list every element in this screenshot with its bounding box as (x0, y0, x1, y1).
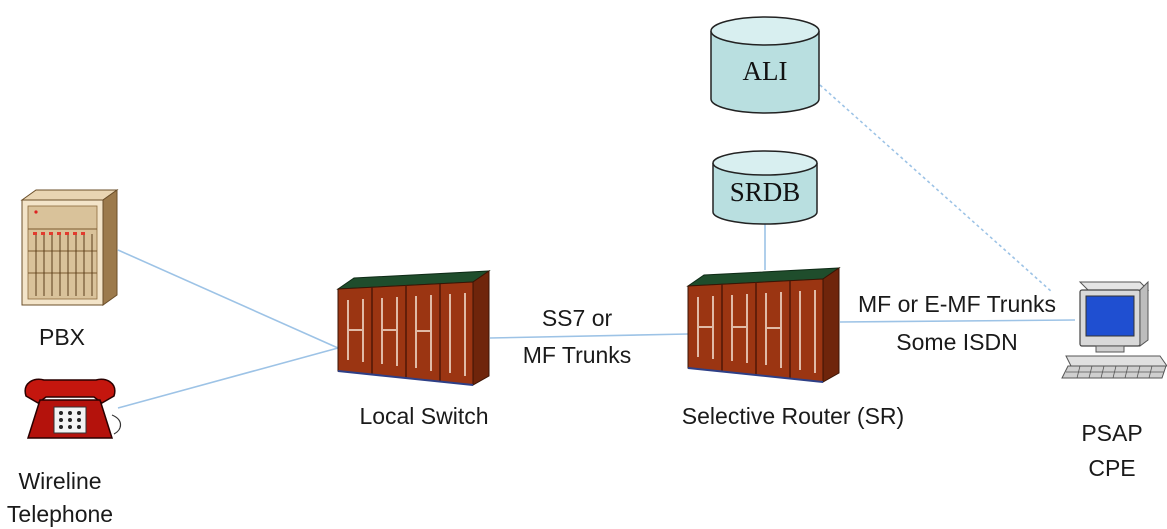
local-switch-rack-icon (336, 270, 491, 386)
local-switch-to-router-link (489, 333, 689, 339)
telephone-icon (24, 378, 122, 439)
psap-label-line2: CPE (1088, 455, 1135, 481)
selective-router-label: Selective Router (SR) (682, 403, 904, 429)
computer-workstation-icon (1061, 280, 1167, 379)
pbx-to-local-switch-link (117, 249, 339, 349)
telephone-label-line1: Wireline (18, 468, 101, 494)
router-psap-link-label-line2: Some ISDN (896, 329, 1017, 355)
selective-router-rack-icon (686, 267, 841, 383)
pbx-cabinet-icon (20, 189, 119, 306)
switch-router-link-label-line1: SS7 or (542, 305, 613, 331)
srdb-database-icon (712, 150, 818, 225)
router-psap-link-label-line1: MF or E-MF Trunks (858, 291, 1056, 317)
srdb-label: SRDB (730, 177, 801, 207)
pbx-label: PBX (39, 324, 85, 350)
ali-to-psap-link (819, 84, 1053, 293)
switch-router-link-label-line2: MF Trunks (523, 342, 632, 368)
local-switch-label: Local Switch (359, 403, 488, 429)
telephone-to-local-switch-link (117, 347, 339, 409)
ali-label: ALI (743, 56, 788, 86)
router-to-psap-link (839, 319, 1076, 323)
psap-label-line1: PSAP (1081, 420, 1142, 446)
telephone-label-line2: Telephone (7, 501, 113, 527)
connections (117, 84, 1076, 409)
ali-database-icon (710, 16, 820, 114)
